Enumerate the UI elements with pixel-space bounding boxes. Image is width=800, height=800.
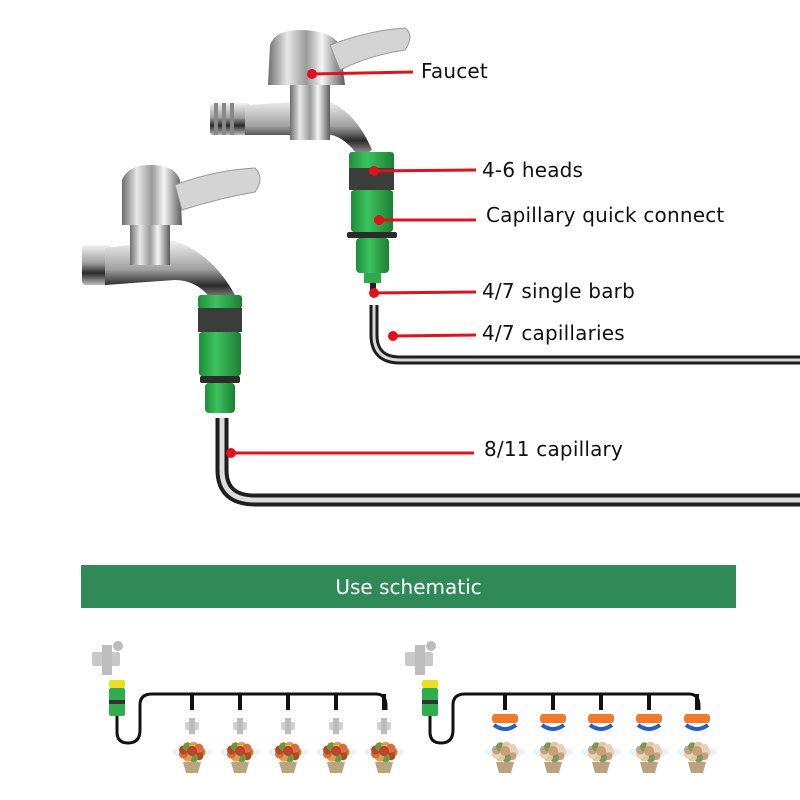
schematic-sprinkler: [405, 641, 717, 773]
flower-pot-icon: [677, 741, 717, 773]
mini-faucet-icon: [92, 641, 123, 675]
flower-pot-icon: [268, 741, 308, 773]
schematic-misting: [92, 641, 404, 773]
callout-capillary-8-11: [226, 448, 474, 458]
label-single-barb: 4/7 single barb: [482, 279, 635, 303]
banner-title: Use schematic: [335, 574, 482, 599]
mini-tube: [428, 692, 701, 745]
mist-nozzle-icon: [233, 694, 247, 734]
callout-quick-connect: [374, 215, 476, 225]
flower-pot-icon: [220, 741, 260, 773]
callout-heads: [369, 166, 477, 176]
flower-pot-icon: [316, 741, 356, 773]
flower-pot-icon: [364, 741, 404, 773]
flower-pot-icon: [172, 741, 212, 773]
label-faucet: Faucet: [421, 59, 488, 83]
mini-connector-icon: [109, 680, 125, 716]
faucet-1: [210, 27, 411, 158]
flower-pot-icon: [629, 741, 669, 773]
callout-faucet: [307, 69, 414, 79]
sprinkler-icon: [684, 694, 710, 731]
label-capillary-8-11: 8/11 capillary: [484, 437, 624, 461]
quick-connector-1: [347, 152, 397, 295]
mist-nozzle-icon: [377, 694, 391, 734]
mist-nozzle-icon: [281, 694, 295, 734]
capillary-tube-8-11: [215, 418, 800, 507]
mist-nozzle-icon: [329, 694, 343, 734]
callout-capillaries-4-7: [388, 331, 477, 341]
callout-single-barb: [369, 288, 477, 298]
capillary-tube-4-7: [369, 305, 800, 365]
mist-nozzle-icon: [185, 694, 199, 734]
mini-connector-icon: [422, 680, 438, 716]
label-quick-connect: Capillary quick connect: [486, 203, 725, 227]
sprinkler-icon: [540, 694, 566, 731]
sprinkler-icon: [588, 694, 614, 731]
use-schematic-banner: Use schematic: [81, 565, 736, 608]
flower-pot-icon: [581, 741, 621, 773]
mini-tube: [115, 692, 388, 745]
label-heads: 4-6 heads: [482, 158, 584, 182]
quick-connector-2: [198, 295, 242, 413]
mini-faucet-icon: [405, 641, 436, 675]
faucet-2: [82, 165, 261, 305]
flower-pot-icon: [485, 741, 525, 773]
sprinkler-icon: [636, 694, 662, 731]
flower-pot-icon: [533, 741, 573, 773]
callout-lines: [226, 69, 477, 458]
sprinkler-icon: [492, 694, 518, 731]
label-capillaries-4-7: 4/7 capillaries: [482, 321, 625, 345]
